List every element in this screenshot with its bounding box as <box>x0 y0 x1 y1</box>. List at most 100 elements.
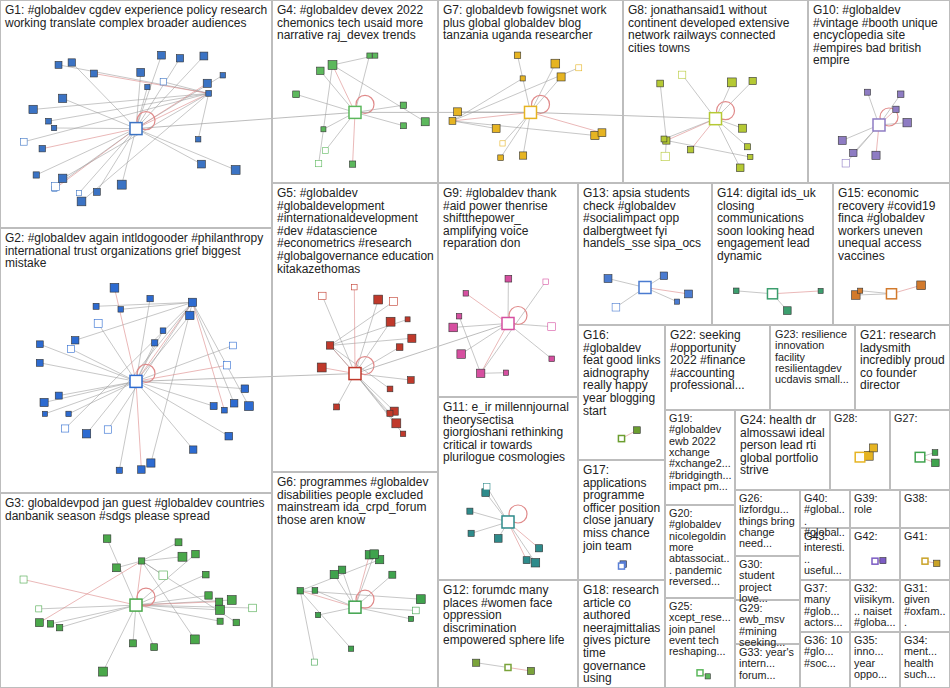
network-edge <box>54 127 136 129</box>
inter-group-edge <box>355 323 508 373</box>
network-vertex <box>160 328 166 334</box>
network-vertex <box>492 125 500 133</box>
network-edge <box>355 105 403 112</box>
group-panel: G32: viisikym... naiset #globa... <box>850 580 900 632</box>
network-vertex <box>604 275 612 283</box>
network-vertex <box>205 592 212 599</box>
network-vertex <box>202 571 209 578</box>
network-vertex <box>334 404 340 410</box>
network-edge <box>355 554 374 607</box>
network-vertex <box>76 191 81 196</box>
network-edge <box>296 94 355 112</box>
network-vertex <box>35 619 43 627</box>
network-vertex <box>548 323 556 331</box>
network-edge <box>355 374 403 434</box>
network-vertex <box>531 558 540 567</box>
group-label: G2: #globaldev again intldogooder #phila… <box>1 229 271 270</box>
network-vertex <box>317 67 324 74</box>
network-edge <box>136 381 193 449</box>
network-vertex <box>457 350 465 358</box>
network-vertex <box>52 183 60 191</box>
network-edge <box>136 129 236 170</box>
network-vertex <box>386 317 395 326</box>
network-vertex <box>330 570 338 578</box>
group-panel: G13: apsia students check #globaldev #so… <box>578 183 712 325</box>
network-edge <box>453 323 508 327</box>
network-vertex <box>598 129 606 137</box>
network-vertex <box>932 450 938 456</box>
network-edge <box>71 349 136 381</box>
network-vertex <box>110 283 119 292</box>
network-vertex <box>612 303 620 311</box>
network-vertex <box>484 484 490 490</box>
network-vertex <box>413 607 420 614</box>
group-label: G37: many #glob... actors... <box>801 581 849 628</box>
network-vertex <box>934 560 940 566</box>
network-vertex <box>176 55 183 62</box>
network-vertex <box>463 291 468 296</box>
network-edge <box>94 74 209 94</box>
network-vertex <box>20 138 27 145</box>
network-vertex <box>47 621 53 627</box>
network-vertex <box>55 392 62 399</box>
group-panel: G30: student project love... <box>735 556 800 600</box>
network-vertex <box>116 467 122 473</box>
network-edge <box>773 291 821 294</box>
network-vertex <box>203 79 211 87</box>
network-vertex <box>893 106 899 112</box>
network-vertex <box>551 59 560 68</box>
network-vertex <box>387 386 393 392</box>
network-vertex <box>190 635 199 644</box>
network-edge <box>75 302 192 340</box>
group-label: G27: <box>891 411 949 424</box>
network-edge <box>65 302 192 428</box>
network-edge <box>121 302 193 309</box>
group-panel: G1: #globaldev cgdev experience policy r… <box>0 0 272 228</box>
network-vertex <box>421 118 429 126</box>
network-vertex <box>367 53 372 58</box>
group-panel: G19: #globaldev ewb 2022 xchange #xchang… <box>665 410 735 505</box>
network-edge <box>55 129 136 187</box>
hub-vertex <box>349 368 361 380</box>
network-vertex <box>104 426 111 433</box>
network-edge <box>355 607 411 619</box>
network-vertex <box>468 530 474 536</box>
network-vertex <box>449 323 458 332</box>
network-edge <box>660 83 666 140</box>
network-edge <box>119 381 136 470</box>
network-vertex <box>315 612 320 617</box>
group-label: G36: 10 #glo... #soc... <box>801 633 849 669</box>
network-vertex <box>55 61 62 68</box>
network-vertex <box>869 444 877 452</box>
network-vertex <box>745 144 751 150</box>
group-label: G23: resilience innovation facility resi… <box>771 326 854 386</box>
group-label: G25: xcept_rese... join panel event tech… <box>666 599 734 658</box>
network-edge <box>300 560 379 591</box>
network-vertex <box>151 644 158 651</box>
network-vertex <box>210 403 217 410</box>
network-vertex <box>520 76 525 81</box>
network-vertex <box>39 145 45 151</box>
network-vertex <box>58 174 66 182</box>
hub-vertex <box>915 452 925 462</box>
network-vertex <box>549 356 555 362</box>
network-vertex <box>216 598 223 605</box>
network-vertex <box>400 102 406 108</box>
network-edge <box>96 302 192 306</box>
group-label: G4: #globaldev devex 2022 chemonics tech… <box>273 1 437 42</box>
inter-group-edge <box>136 112 355 128</box>
network-vertex <box>387 410 393 416</box>
hub-vertex <box>639 281 651 293</box>
network-edge <box>39 561 141 623</box>
network-vertex <box>733 288 739 294</box>
network-edge <box>39 605 136 609</box>
network-vertex <box>90 70 97 77</box>
network-vertex <box>514 52 520 58</box>
network-edge <box>40 363 136 382</box>
network-vertices <box>20 51 940 679</box>
network-vertex <box>245 402 254 411</box>
network-edge <box>45 381 136 413</box>
network-vertex <box>374 295 383 304</box>
group-label: G1: #globaldev cgdev experience policy r… <box>1 1 271 29</box>
